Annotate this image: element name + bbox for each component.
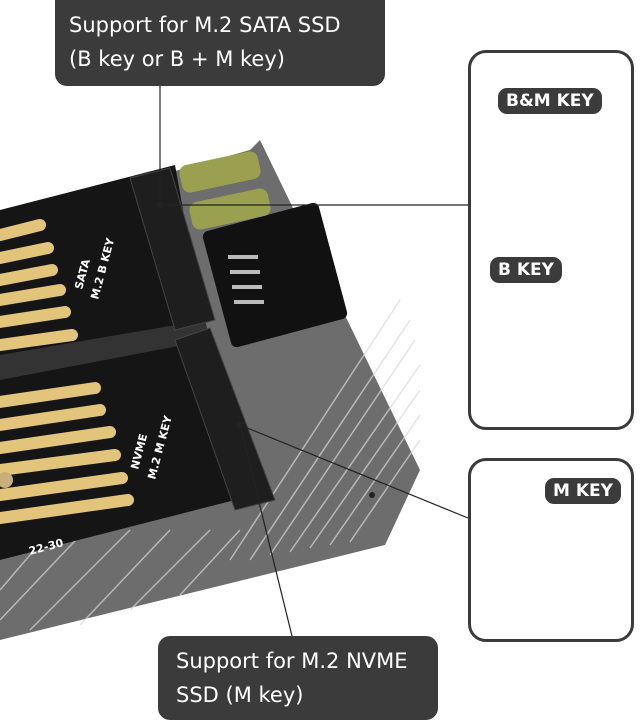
nvme-callout-line2: SSD (M key) bbox=[176, 683, 304, 707]
sata-callout-line2: (B key or B + M key) bbox=[69, 47, 285, 71]
nvme-callout-line1: Support for M.2 NVME bbox=[176, 649, 408, 673]
sata-support-callout: Support for M.2 SATA SSD (B key or B + M… bbox=[55, 0, 385, 86]
sata-callout-line1: Support for M.2 SATA SSD bbox=[69, 13, 341, 37]
bm-key-tag: B&M KEY bbox=[498, 88, 602, 114]
nvme-support-callout: Support for M.2 NVME SSD (M key) bbox=[158, 636, 438, 720]
m-key-tag: M KEY bbox=[545, 478, 621, 504]
sata-port[interactable] bbox=[202, 202, 349, 349]
b-key-tag: B KEY bbox=[490, 257, 562, 283]
gold-fingers bbox=[0, 219, 134, 524]
board-stripes bbox=[0, 299, 421, 631]
sata-m2-slot[interactable] bbox=[129, 167, 216, 331]
